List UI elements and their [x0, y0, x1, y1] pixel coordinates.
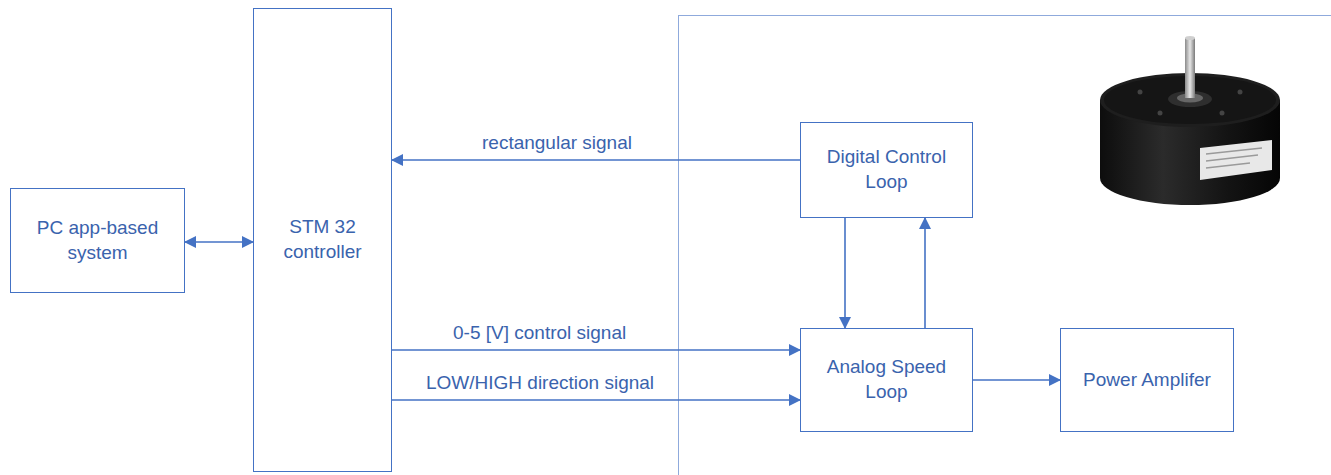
- signal-arrow: [392, 399, 800, 401]
- system-box: PC app-based system: [10, 188, 185, 293]
- signal-arrow: [844, 218, 846, 328]
- controller-box: STM 32 controller: [253, 8, 392, 472]
- box-label: Analog Speed Loop: [811, 355, 962, 404]
- signal-arrow: [392, 159, 800, 161]
- box-label: Digital Control Loop: [811, 145, 962, 194]
- loop-box: Analog Speed Loop: [800, 328, 973, 432]
- signal-arrow: [185, 241, 253, 243]
- box-label: STM 32 controller: [264, 215, 381, 264]
- signal-arrow: [924, 218, 926, 328]
- signal-label: 0-5 [V] control signal: [450, 322, 629, 345]
- signal-label: LOW/HIGH direction signal: [423, 372, 657, 395]
- signal-label: rectangular signal: [479, 132, 635, 155]
- signal-arrow: [392, 349, 800, 351]
- box-label: PC app-based system: [21, 216, 174, 265]
- signal-arrow: [973, 379, 1060, 381]
- amplifier-box: Power Amplifer: [1060, 328, 1234, 432]
- box-label: Power Amplifer: [1083, 368, 1211, 393]
- loop-box: Digital Control Loop: [800, 122, 973, 218]
